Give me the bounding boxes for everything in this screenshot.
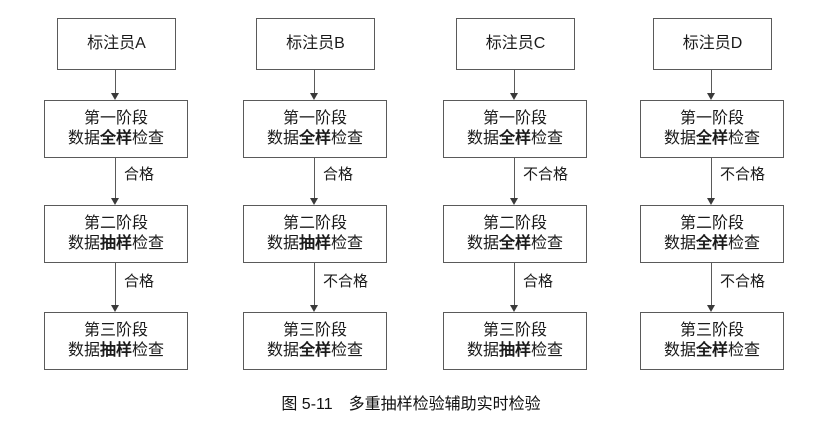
arrowhead-icon bbox=[310, 198, 318, 205]
edge-label-stage2-stage3: 不合格 bbox=[720, 273, 766, 290]
connector-stage1-to-stage2 bbox=[711, 158, 713, 199]
stage-title: 第一阶段 bbox=[679, 110, 744, 128]
edge-label-stage1-stage2: 不合格 bbox=[523, 166, 569, 183]
stage-box-c-3: 第三阶段 数据抽样检查 bbox=[443, 312, 587, 370]
stage-box-a-3: 第三阶段 数据抽样检查 bbox=[44, 312, 188, 370]
edge-label-stage2-stage3: 合格 bbox=[523, 273, 554, 290]
stage-title: 第二阶段 bbox=[83, 215, 148, 233]
stage-detail: 数据全样检查 bbox=[663, 130, 761, 147]
stage-detail: 数据抽样检查 bbox=[466, 342, 564, 359]
edge-label-stage1-stage2: 合格 bbox=[124, 166, 155, 183]
annotator-label: 标注员D bbox=[682, 35, 743, 53]
annotator-box-b: 标注员B bbox=[256, 18, 375, 70]
arrowhead-icon bbox=[510, 198, 518, 205]
stage-box-b-3: 第三阶段 数据全样检查 bbox=[243, 312, 387, 370]
connector-annotator-to-stage1 bbox=[514, 70, 516, 94]
connector-annotator-to-stage1 bbox=[314, 70, 316, 94]
edge-label-stage2-stage3: 不合格 bbox=[323, 273, 369, 290]
arrowhead-icon bbox=[111, 198, 119, 205]
stage-title: 第二阶段 bbox=[482, 215, 547, 233]
stage-title: 第三阶段 bbox=[679, 322, 744, 340]
stage-title: 第二阶段 bbox=[679, 215, 744, 233]
arrowhead-icon bbox=[310, 93, 318, 100]
stage-title: 第一阶段 bbox=[83, 110, 148, 128]
stage-detail: 数据抽样检查 bbox=[67, 342, 165, 359]
stage-detail: 数据全样检查 bbox=[663, 235, 761, 252]
edge-label-stage1-stage2: 合格 bbox=[323, 166, 354, 183]
connector-annotator-to-stage1 bbox=[711, 70, 713, 94]
edge-label-stage1-stage2: 不合格 bbox=[720, 166, 766, 183]
figure-caption: 图 5-11 多重抽样检验辅助实时检验 bbox=[281, 396, 541, 413]
flow-column-d: 标注员D 第一阶段 数据全样检查 不合格 第二阶段 数据全样检查 不合格 第三阶… bbox=[638, 0, 822, 380]
arrowhead-icon bbox=[707, 198, 715, 205]
flow-column-a: 标注员A 第一阶段 数据全样检查 合格 第二阶段 数据抽样检查 合格 第三阶段 … bbox=[42, 0, 242, 380]
connector-stage2-to-stage3 bbox=[711, 263, 713, 306]
stage-detail: 数据全样检查 bbox=[266, 342, 364, 359]
stage-box-a-1: 第一阶段 数据全样检查 bbox=[44, 100, 188, 158]
connector-stage1-to-stage2 bbox=[115, 158, 117, 199]
stage-detail: 数据抽样检查 bbox=[67, 235, 165, 252]
stage-box-d-3: 第三阶段 数据全样检查 bbox=[640, 312, 784, 370]
stage-detail: 数据全样检查 bbox=[67, 130, 165, 147]
connector-stage2-to-stage3 bbox=[115, 263, 117, 306]
stage-box-b-2: 第二阶段 数据抽样检查 bbox=[243, 205, 387, 263]
stage-detail: 数据全样检查 bbox=[663, 342, 761, 359]
stage-box-c-1: 第一阶段 数据全样检查 bbox=[443, 100, 587, 158]
stage-detail: 数据抽样检查 bbox=[266, 235, 364, 252]
arrowhead-icon bbox=[111, 305, 119, 312]
stage-title: 第二阶段 bbox=[282, 215, 347, 233]
connector-annotator-to-stage1 bbox=[115, 70, 117, 94]
stage-box-c-2: 第二阶段 数据全样检查 bbox=[443, 205, 587, 263]
connector-stage2-to-stage3 bbox=[314, 263, 316, 306]
flow-column-c: 标注员C 第一阶段 数据全样检查 不合格 第二阶段 数据全样检查 合格 第三阶段… bbox=[441, 0, 641, 380]
stage-title: 第三阶段 bbox=[482, 322, 547, 340]
stage-box-d-2: 第二阶段 数据全样检查 bbox=[640, 205, 784, 263]
stage-box-d-1: 第一阶段 数据全样检查 bbox=[640, 100, 784, 158]
flow-column-b: 标注员B 第一阶段 数据全样检查 合格 第二阶段 数据抽样检查 不合格 第三阶段… bbox=[241, 0, 441, 380]
arrowhead-icon bbox=[707, 93, 715, 100]
annotator-label: 标注员C bbox=[485, 35, 546, 53]
stage-title: 第一阶段 bbox=[282, 110, 347, 128]
arrowhead-icon bbox=[310, 305, 318, 312]
stage-detail: 数据全样检查 bbox=[466, 235, 564, 252]
annotator-box-d: 标注员D bbox=[653, 18, 772, 70]
annotator-box-c: 标注员C bbox=[456, 18, 575, 70]
arrowhead-icon bbox=[111, 93, 119, 100]
stage-detail: 数据全样检查 bbox=[266, 130, 364, 147]
annotator-box-a: 标注员A bbox=[57, 18, 176, 70]
stage-box-b-1: 第一阶段 数据全样检查 bbox=[243, 100, 387, 158]
connector-stage1-to-stage2 bbox=[314, 158, 316, 199]
edge-label-stage2-stage3: 合格 bbox=[124, 273, 155, 290]
arrowhead-icon bbox=[510, 93, 518, 100]
stage-title: 第三阶段 bbox=[282, 322, 347, 340]
stage-detail: 数据全样检查 bbox=[466, 130, 564, 147]
stage-title: 第三阶段 bbox=[83, 322, 148, 340]
arrowhead-icon bbox=[510, 305, 518, 312]
annotator-label: 标注员B bbox=[286, 35, 345, 53]
annotator-label: 标注员A bbox=[87, 35, 146, 53]
stage-box-a-2: 第二阶段 数据抽样检查 bbox=[44, 205, 188, 263]
arrowhead-icon bbox=[707, 305, 715, 312]
connector-stage1-to-stage2 bbox=[514, 158, 516, 199]
stage-title: 第一阶段 bbox=[482, 110, 547, 128]
connector-stage2-to-stage3 bbox=[514, 263, 516, 306]
